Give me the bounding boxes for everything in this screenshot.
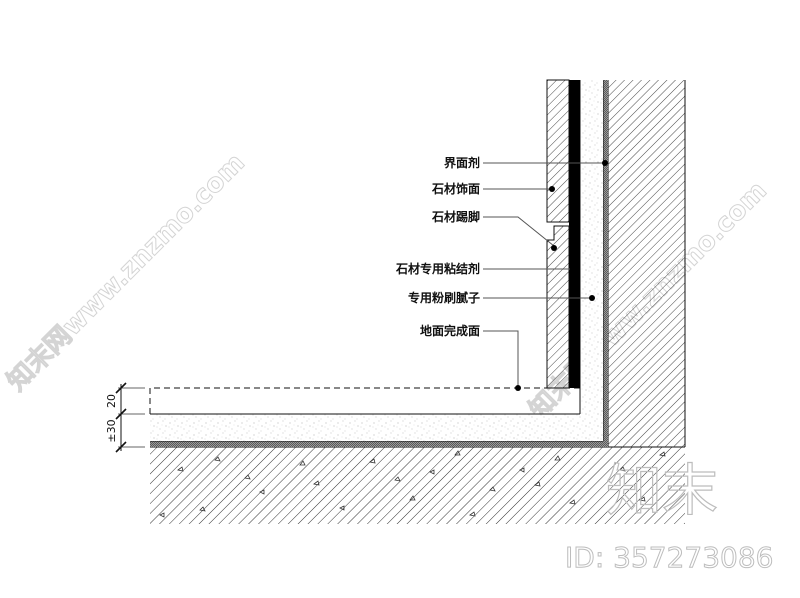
label-finished-floor: 地面完成面 <box>420 323 480 338</box>
stone-adhesive-layer <box>569 80 580 388</box>
svg-text:知末网www.znzmo.com: 知末网www.znzmo.com <box>2 148 251 397</box>
watermark-logo: 知末 <box>606 459 718 524</box>
label-putty: 专用粉刷腻子 <box>408 290 480 305</box>
leader-lines <box>483 162 605 388</box>
aggregate-triangles <box>159 450 666 518</box>
watermark-id: ID: 357273086 <box>565 541 773 574</box>
concrete-slab <box>150 446 685 524</box>
putty-layer <box>579 80 603 388</box>
watermark-diagonal-left: 知末网www.znzmo.com <box>1 147 251 397</box>
leader-dots <box>515 160 608 391</box>
dimension-20: 20 <box>105 394 118 408</box>
label-stone-finish: 石材饰面 <box>431 181 480 196</box>
label-interface-agent: 界面剂 <box>444 155 480 170</box>
dimension-30: ±30 <box>105 419 118 442</box>
structural-wall <box>607 80 686 447</box>
stone-skirting <box>546 225 570 389</box>
dimension-chain <box>115 382 145 453</box>
finished-floor-zone <box>149 387 580 414</box>
label-stone-skirting: 石材踢脚 <box>431 209 480 224</box>
floor-leveling-layer <box>150 388 603 441</box>
stone-facing <box>546 79 570 223</box>
label-stone-adhesive: 石材专用粘结剂 <box>395 261 480 276</box>
